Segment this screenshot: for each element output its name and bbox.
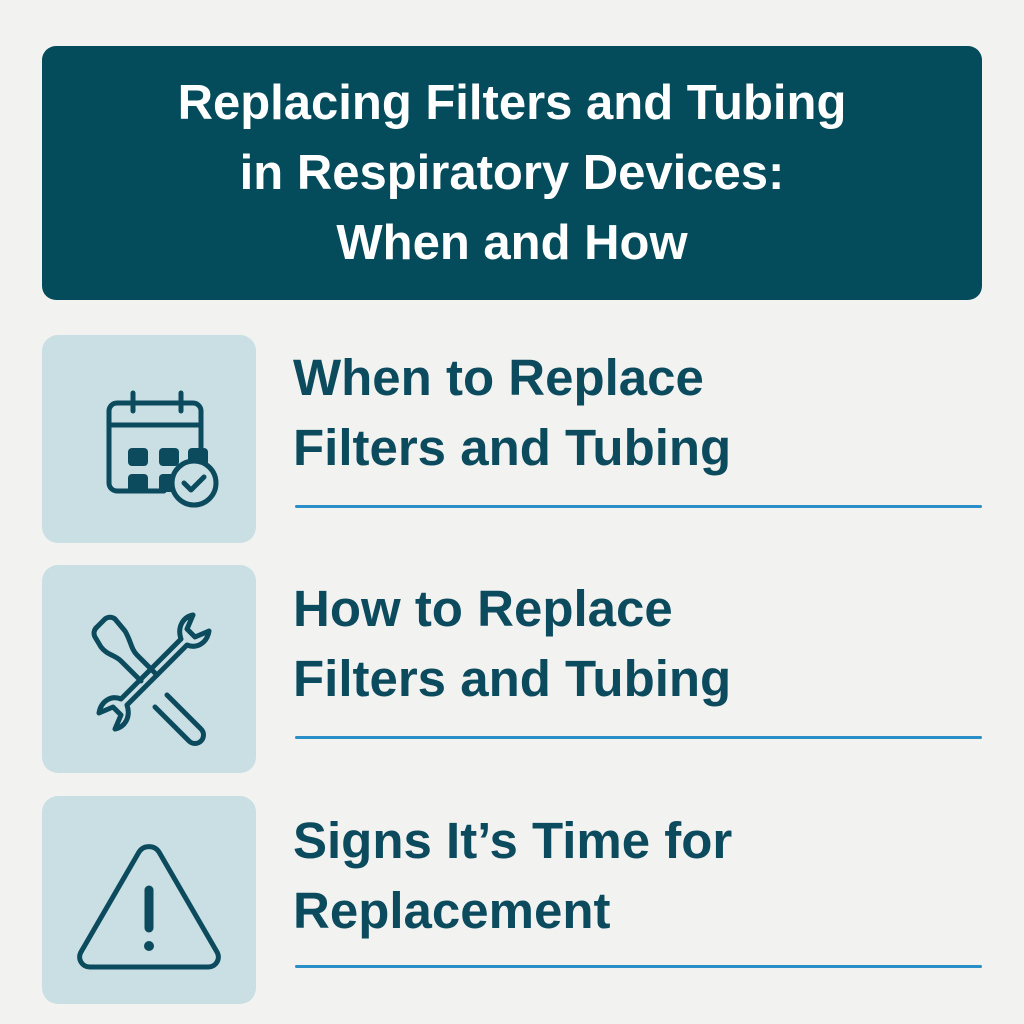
heading-line: Replacement [293, 882, 611, 939]
heading-line: When to Replace [293, 349, 704, 406]
warning-card [42, 796, 256, 1004]
warning-icon [77, 844, 221, 970]
section-heading-how: How to Replace Filters and Tubing [293, 574, 731, 714]
title-line-3: When and How [336, 216, 688, 270]
section-heading-signs: Signs It’s Time for Replacement [293, 806, 732, 946]
section-heading-when: When to Replace Filters and Tubing [293, 343, 731, 483]
calendar-card [42, 335, 256, 543]
divider [295, 965, 982, 968]
title-banner: Replacing Filters and Tubing in Respirat… [42, 46, 982, 300]
tools-icon [91, 612, 212, 746]
calendar-check-icon [106, 390, 219, 508]
tools-card [42, 565, 256, 773]
title-line-2: in Respiratory Devices: [239, 146, 785, 200]
divider [295, 505, 982, 508]
heading-line: Signs It’s Time for [293, 812, 733, 869]
divider [295, 736, 982, 739]
heading-line: How to Replace [293, 580, 673, 637]
heading-line: Filters and Tubing [293, 650, 732, 707]
title-line-1: Replacing Filters and Tubing [177, 76, 847, 130]
heading-line: Filters and Tubing [293, 419, 732, 476]
